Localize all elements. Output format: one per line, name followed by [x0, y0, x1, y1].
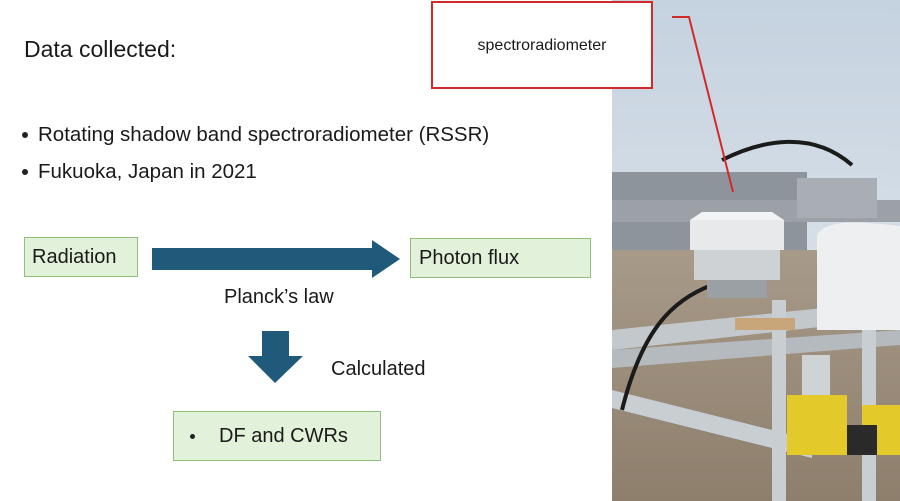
bullet-dot-icon [22, 168, 28, 175]
spectroradiometer-callout: spectroradiometer [431, 1, 653, 89]
bullet-dot-icon [22, 131, 28, 138]
calculated-label: Calculated [331, 358, 426, 380]
spectroradiometer-photo [612, 0, 900, 501]
plancks-law-label: Planck’s law [224, 286, 334, 308]
right-arrow-icon [152, 240, 400, 278]
df-cwrs-box: DF and CWRs [173, 411, 381, 461]
bullet-item: Fukuoka, Japan in 2021 [16, 153, 489, 190]
bullet-item: Rotating shadow band spectroradiometer (… [16, 116, 489, 153]
photon-flux-box: Photon flux [410, 238, 591, 278]
bullet-dot-icon [190, 433, 195, 439]
radiation-box: Radiation [24, 237, 138, 277]
flow-arrows [152, 240, 400, 383]
down-arrow-icon [248, 331, 303, 383]
slide-title: Data collected: [24, 36, 177, 62]
df-cwrs-text: DF and CWRs [219, 424, 348, 447]
photo-illustration [612, 0, 900, 501]
bullet-text: Rotating shadow band spectroradiometer (… [38, 123, 490, 146]
bullet-text: Fukuoka, Japan in 2021 [38, 160, 257, 183]
bullet-list: Rotating shadow band spectroradiometer (… [16, 116, 489, 190]
